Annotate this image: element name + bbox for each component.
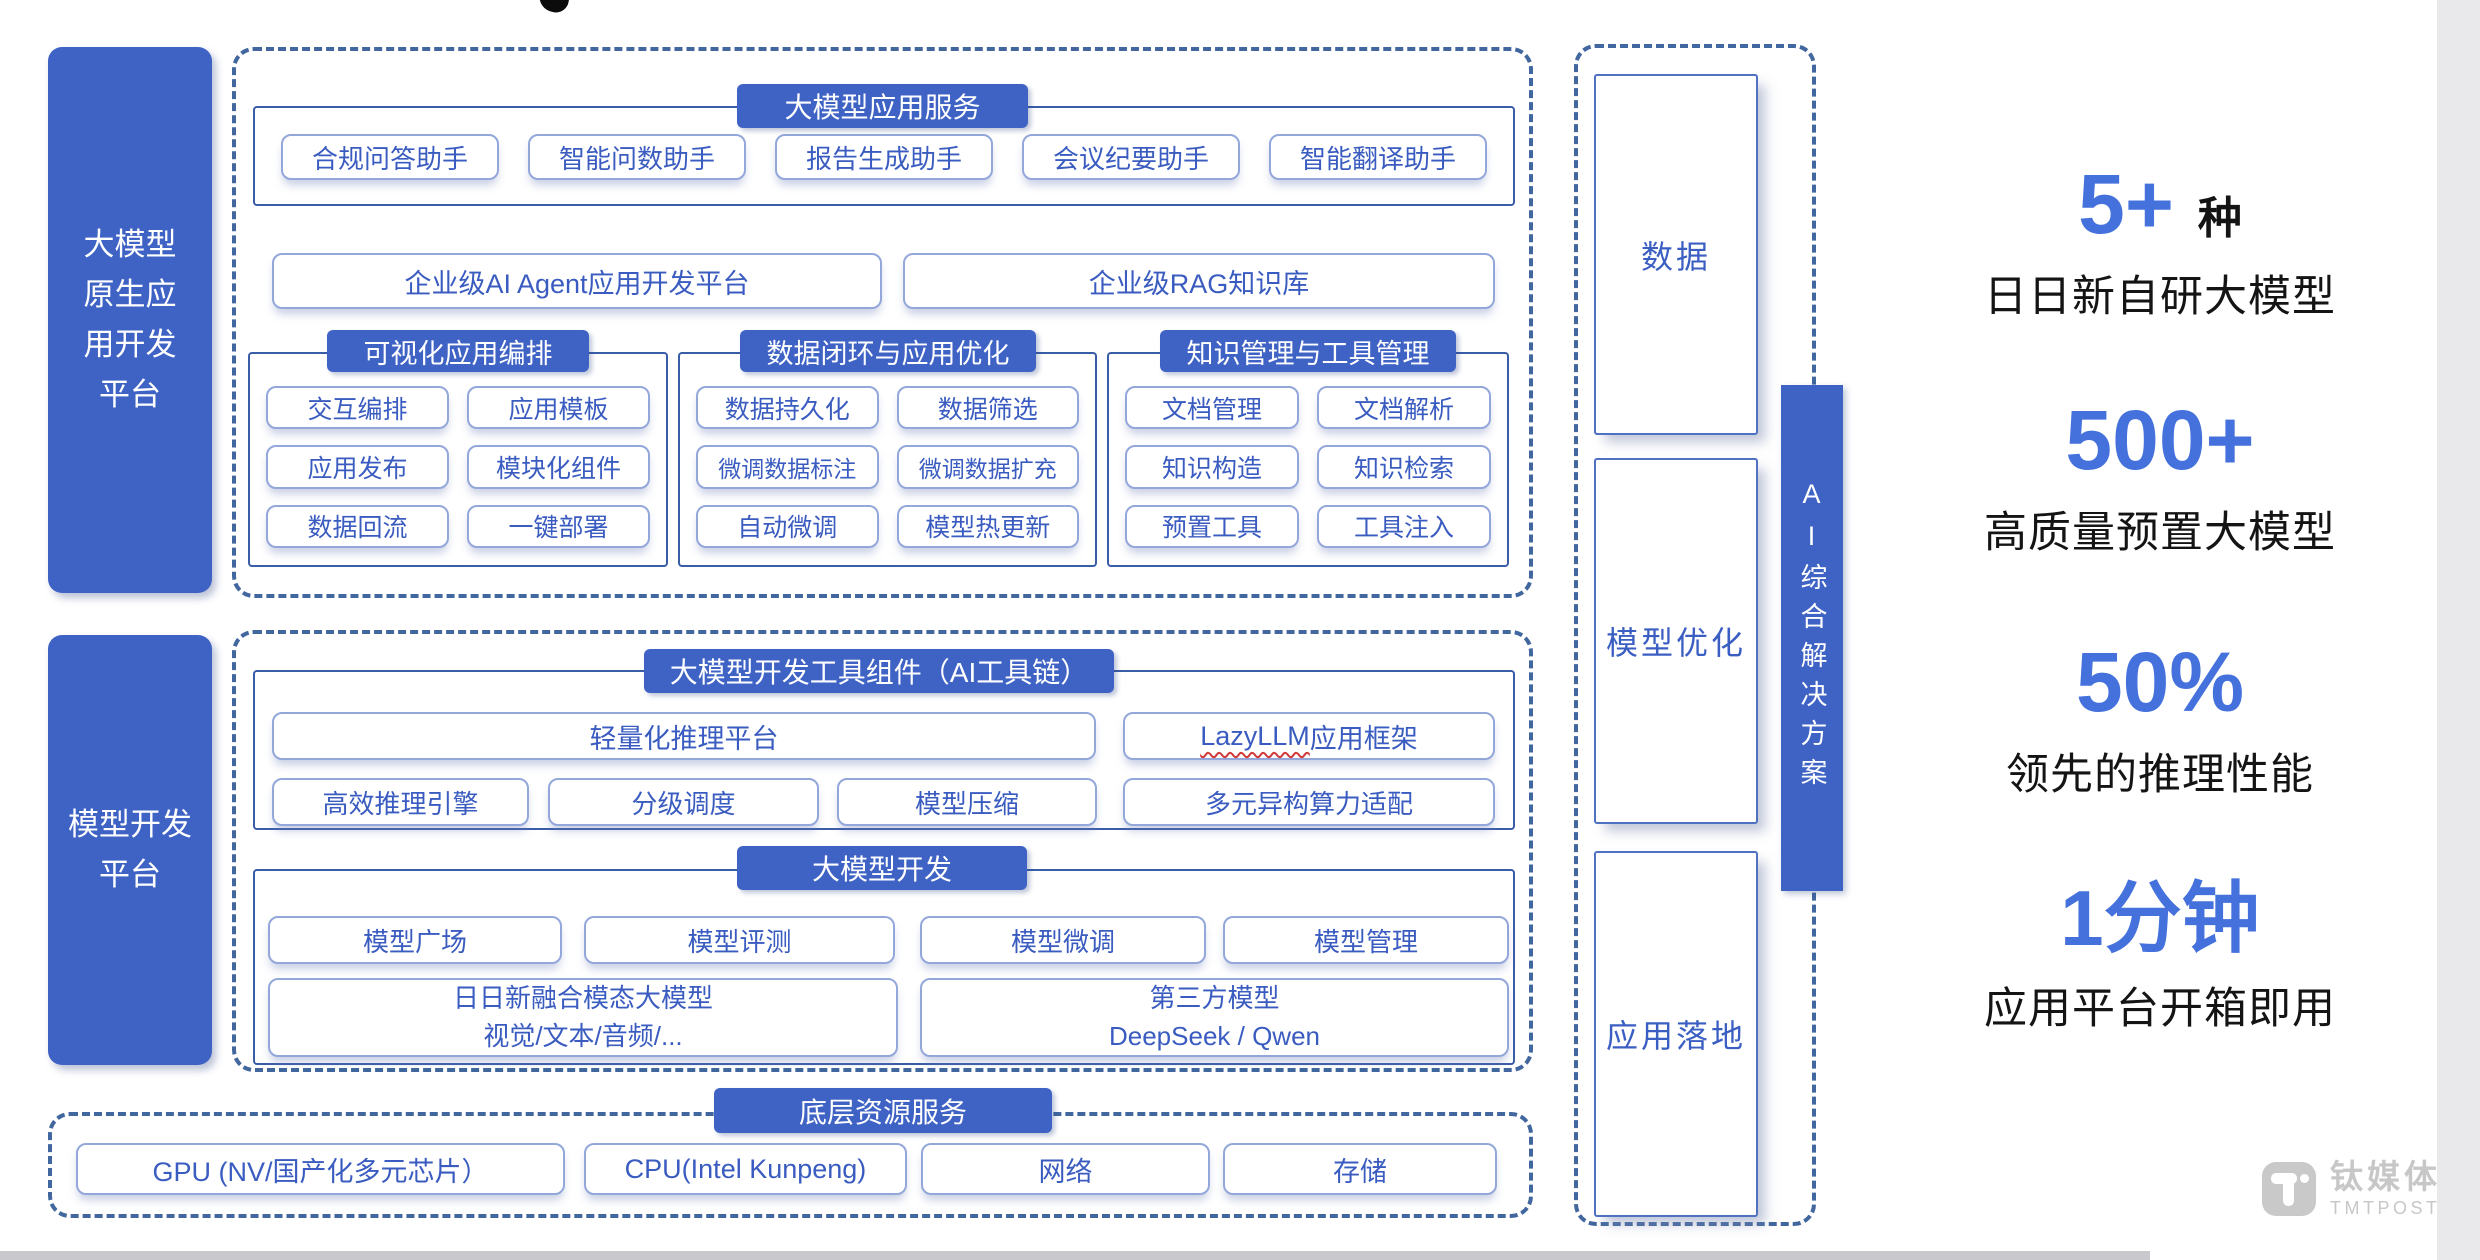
group-item-node: 应用发布: [266, 445, 449, 489]
knowledge-tools-title: 知识管理与工具管理: [1160, 330, 1456, 372]
app-services-title: 大模型应用服务: [737, 84, 1028, 128]
infra-item-node: CPU(Intel Kunpeng): [584, 1143, 907, 1195]
window-bottom-edge: [0, 1251, 2150, 1260]
lazyllm-label: LazyLLM: [1200, 720, 1310, 751]
assistant-node: 智能翻译助手: [1269, 134, 1487, 180]
group-item-node: 微调数据扩充: [896, 445, 1079, 489]
assistant-node: 报告生成助手: [775, 134, 993, 180]
sensenova-models-node: 日日新融合模态大模型 视觉/文本/音频/...: [268, 978, 898, 1057]
group-item-node: 自动微调: [696, 504, 879, 548]
lazyllm-suffix: 应用框架: [1309, 723, 1418, 754]
model-platform-container: [232, 630, 1533, 1072]
ai-solution-banner: AI综合解决方案: [1781, 385, 1843, 891]
stat-value: 5+: [2078, 157, 2174, 251]
app-platform-container: [232, 47, 1533, 598]
cropped-title-glyph: [536, 0, 570, 15]
toolchain-item-node: 分级调度: [548, 778, 819, 826]
group-item-node: 微调数据标注: [696, 445, 879, 489]
stat-unit: 种: [2197, 194, 2242, 243]
stat-value: 500+: [2065, 393, 2255, 487]
infra-item-node: 网络: [921, 1143, 1210, 1195]
stat-preset-models: 500+ 高质量预置大模型: [1940, 396, 2380, 560]
toolchain-item-node: 模型压缩: [837, 778, 1097, 826]
group-item-node: 模块化组件: [467, 445, 650, 489]
group-item-node: 数据回流: [266, 504, 449, 548]
knowledge-tools-grid: 文档管理 文档解析 知识构造 知识检索 预置工具 工具注入: [1125, 386, 1491, 548]
thirdparty-models-node: 第三方模型 DeepSeek / Qwen: [920, 978, 1509, 1057]
data-loop-grid: 数据持久化 数据筛选 微调数据标注 微调数据扩充 自动微调 模型热更新: [696, 386, 1079, 548]
toolchain-item-node: 高效推理引擎: [272, 778, 529, 826]
group-item-node: 交互编排: [266, 386, 449, 430]
stat-label: 高质量预置大模型: [1984, 509, 2336, 558]
group-item-node: 数据持久化: [696, 386, 879, 430]
model-dev-item-node: 模型广场: [268, 916, 562, 964]
agent-platform-node: 企业级AI Agent应用开发平台: [272, 253, 882, 309]
tmtpost-cn-label: 钛媒体: [2330, 1158, 2441, 1195]
stage-app-landing: 应用落地: [1594, 851, 1758, 1217]
group-item-node: 应用模板: [467, 386, 650, 430]
visual-orchestration-grid: 交互编排 应用模板 应用发布 模块化组件 数据回流 一键部署: [266, 386, 650, 548]
rag-kb-node: 企业级RAG知识库: [903, 253, 1495, 309]
assistant-node: 智能问数助手: [528, 134, 746, 180]
group-item-node: 一键部署: [467, 504, 650, 548]
group-item-node: 模型热更新: [896, 504, 1079, 548]
lightweight-inference-node: 轻量化推理平台: [272, 712, 1096, 760]
group-item-node: 文档管理: [1125, 386, 1299, 430]
sidebar-model-dev-platform: 模型开发 平台: [48, 635, 212, 1065]
model-dev-item-node: 模型管理: [1223, 916, 1509, 964]
data-loop-title: 数据闭环与应用优化: [740, 330, 1036, 372]
stage-model-optimization: 模型优化: [1594, 458, 1758, 824]
group-item-node: 数据筛选: [896, 386, 1079, 430]
toolchain-title: 大模型开发工具组件（AI工具链）: [644, 649, 1114, 693]
tmtpost-watermark: 钛媒体 TMTPOST: [2262, 1160, 2441, 1217]
stat-value: 1分钟: [2060, 874, 2260, 962]
tmtpost-logo-icon: [2262, 1161, 2316, 1216]
stat-inference-performance: 50% 领先的推理性能: [1940, 638, 2380, 802]
stage-data: 数据: [1594, 74, 1758, 435]
model-dev-item-node: 模型微调: [920, 916, 1206, 964]
app-services-row: 合规问答助手 智能问数助手 报告生成助手 会议纪要助手 智能翻译助手: [281, 134, 1487, 180]
group-item-node: 知识构造: [1125, 445, 1299, 489]
group-item-node: 文档解析: [1317, 386, 1491, 430]
sidebar-app-native-platform: 大模型 原生应 用开发 平台: [48, 47, 212, 593]
toolchain-item-node: 多元异构算力适配: [1123, 778, 1495, 826]
infra-title: 底层资源服务: [714, 1088, 1052, 1133]
stat-value: 50%: [2075, 635, 2245, 729]
group-item-node: 工具注入: [1317, 504, 1491, 548]
visual-orchestration-title: 可视化应用编排: [327, 330, 589, 372]
stat-label: 领先的推理性能: [2006, 751, 2314, 800]
model-dev-item-node: 模型评测: [584, 916, 895, 964]
model-dev-title: 大模型开发: [737, 846, 1027, 890]
stat-self-developed-models: 5+ 种 日日新自研大模型: [1940, 160, 2380, 324]
assistant-node: 合规问答助手: [281, 134, 499, 180]
lazyllm-framework-node: LazyLLM 应用框架: [1123, 712, 1495, 760]
window-right-edge: [2437, 0, 2480, 1260]
group-item-node: 预置工具: [1125, 504, 1299, 548]
infra-item-node: GPU (NV/国产化多元芯片）: [76, 1143, 565, 1195]
stat-label: 日日新自研大模型: [1984, 273, 2336, 322]
stat-label: 应用平台开箱即用: [1984, 984, 2336, 1033]
infra-item-node: 存储: [1223, 1143, 1497, 1195]
assistant-node: 会议纪要助手: [1022, 134, 1240, 180]
stat-out-of-box: 1分钟 应用平台开箱即用: [1940, 874, 2380, 1036]
tmtpost-en-label: TMTPOST: [2330, 1198, 2441, 1218]
group-item-node: 知识检索: [1317, 445, 1491, 489]
